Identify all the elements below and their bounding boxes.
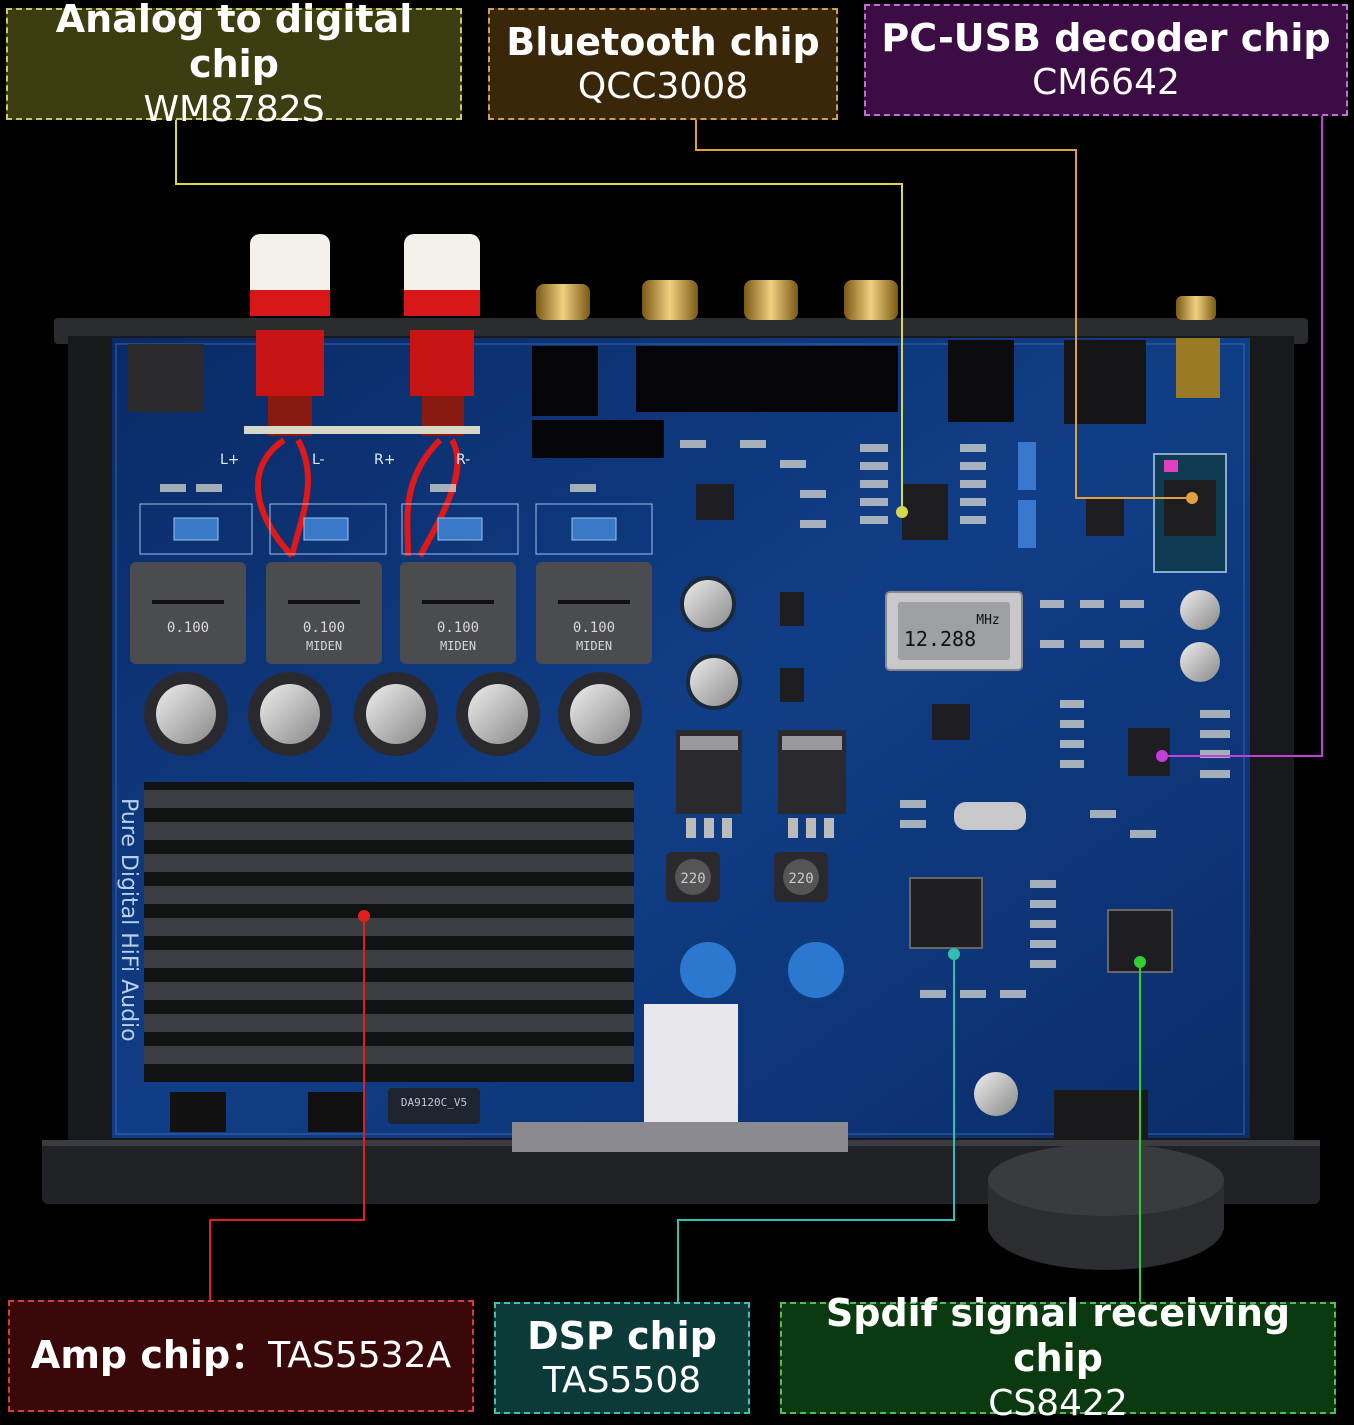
rca-jacks — [536, 280, 1216, 320]
crystal-frequency: 12.288 — [904, 627, 976, 651]
marker-dsp — [948, 948, 960, 960]
label-adc-part: WM8782S — [143, 89, 325, 130]
inductor-brand: MIDEN — [306, 639, 342, 653]
marker-spdif — [1134, 956, 1146, 968]
inductor-brand: MIDEN — [576, 639, 612, 653]
channel-label: R- — [456, 452, 470, 468]
film-capacitors — [139, 503, 653, 555]
label-spdif-part: CS8422 — [988, 1383, 1128, 1424]
label-dsp-chip: DSP chip TAS5508 — [494, 1302, 750, 1414]
ribbon-cable — [644, 1004, 738, 1130]
inductor-mark: 0.100 — [573, 620, 615, 636]
model-label-text: DA9120C_V5 — [401, 1096, 467, 1109]
smd-inductors: 220 220 — [666, 852, 828, 902]
crystal-unit: MHz — [976, 613, 999, 628]
label-spdif-title: Spdif signal receiving chip — [825, 1290, 1291, 1381]
adc-chip — [902, 484, 948, 540]
leader-line-dsp — [677, 954, 955, 1302]
power-jack — [128, 344, 204, 412]
small-crystal — [954, 802, 1026, 830]
leader-line-usb — [1162, 116, 1323, 757]
electrolytic-capacitors — [144, 576, 1220, 1116]
marker-bt — [1186, 492, 1198, 504]
output-inductors: 0.100 0.100 0.100 0.100 MIDEN MIDEN MIDE… — [130, 562, 652, 664]
dsp-chip — [909, 877, 983, 949]
leader-line-amp — [209, 916, 365, 1300]
heatsink — [144, 782, 634, 1082]
label-amp-part: TAS5532A — [268, 1335, 452, 1377]
channel-label: L+ — [220, 452, 240, 468]
label-amp-title: Amp chip： — [30, 1333, 269, 1378]
label-usb-decoder-chip: PC-USB decoder chip CM6642 — [864, 4, 1348, 116]
front-usb-port — [1054, 1090, 1148, 1140]
smd-inductor-mark: 220 — [680, 871, 705, 887]
inductor-brand: MIDEN — [440, 639, 476, 653]
model-label — [388, 1088, 480, 1124]
leader-line-bt — [695, 120, 1192, 499]
chips — [696, 442, 1227, 973]
inductor-mark: 0.100 — [303, 620, 345, 636]
label-spdif-chip: Spdif signal receiving chip CS8422 — [780, 1291, 1336, 1424]
label-usb-title: PC-USB decoder chip — [881, 15, 1331, 60]
crystal-oscillator: 12.288 MHz — [885, 591, 1023, 671]
marker-adc — [896, 506, 908, 518]
inductor-mark: 0.100 — [167, 620, 209, 636]
voltage-regulators — [676, 730, 846, 838]
inductor-mark: 0.100 — [437, 620, 479, 636]
channel-label: R+ — [374, 452, 395, 468]
label-usb-part: CM6642 — [1032, 62, 1180, 104]
label-adc-title: Analog to digital chip — [55, 0, 413, 87]
silkscreen-brand: Pure Digital HiFi Audio — [116, 798, 141, 1042]
label-dsp-title: DSP chip — [527, 1313, 717, 1358]
label-amp-chip: Amp chip： TAS5532A — [8, 1300, 474, 1412]
usb-port — [1064, 340, 1146, 424]
smd-inductor-mark: 220 — [788, 871, 813, 887]
label-dsp-part: TAS5508 — [542, 1360, 702, 1402]
label-adc-chip: Analog to digital chip WM8782S — [6, 0, 462, 130]
speaker-terminal-left — [250, 234, 330, 436]
label-bluetooth-chip: Bluetooth chip QCC3008 — [488, 8, 838, 120]
marker-amp — [358, 910, 370, 922]
antenna-connector — [1176, 338, 1220, 398]
label-bt-title: Bluetooth chip — [506, 19, 820, 64]
channel-label: L- — [312, 452, 325, 468]
smd-components — [160, 440, 1230, 998]
volume-knob — [988, 1144, 1224, 1270]
label-bt-part: QCC3008 — [577, 66, 749, 108]
leader-line-adc — [175, 120, 903, 512]
marker-usb — [1156, 750, 1168, 762]
optical-input — [948, 340, 1014, 422]
